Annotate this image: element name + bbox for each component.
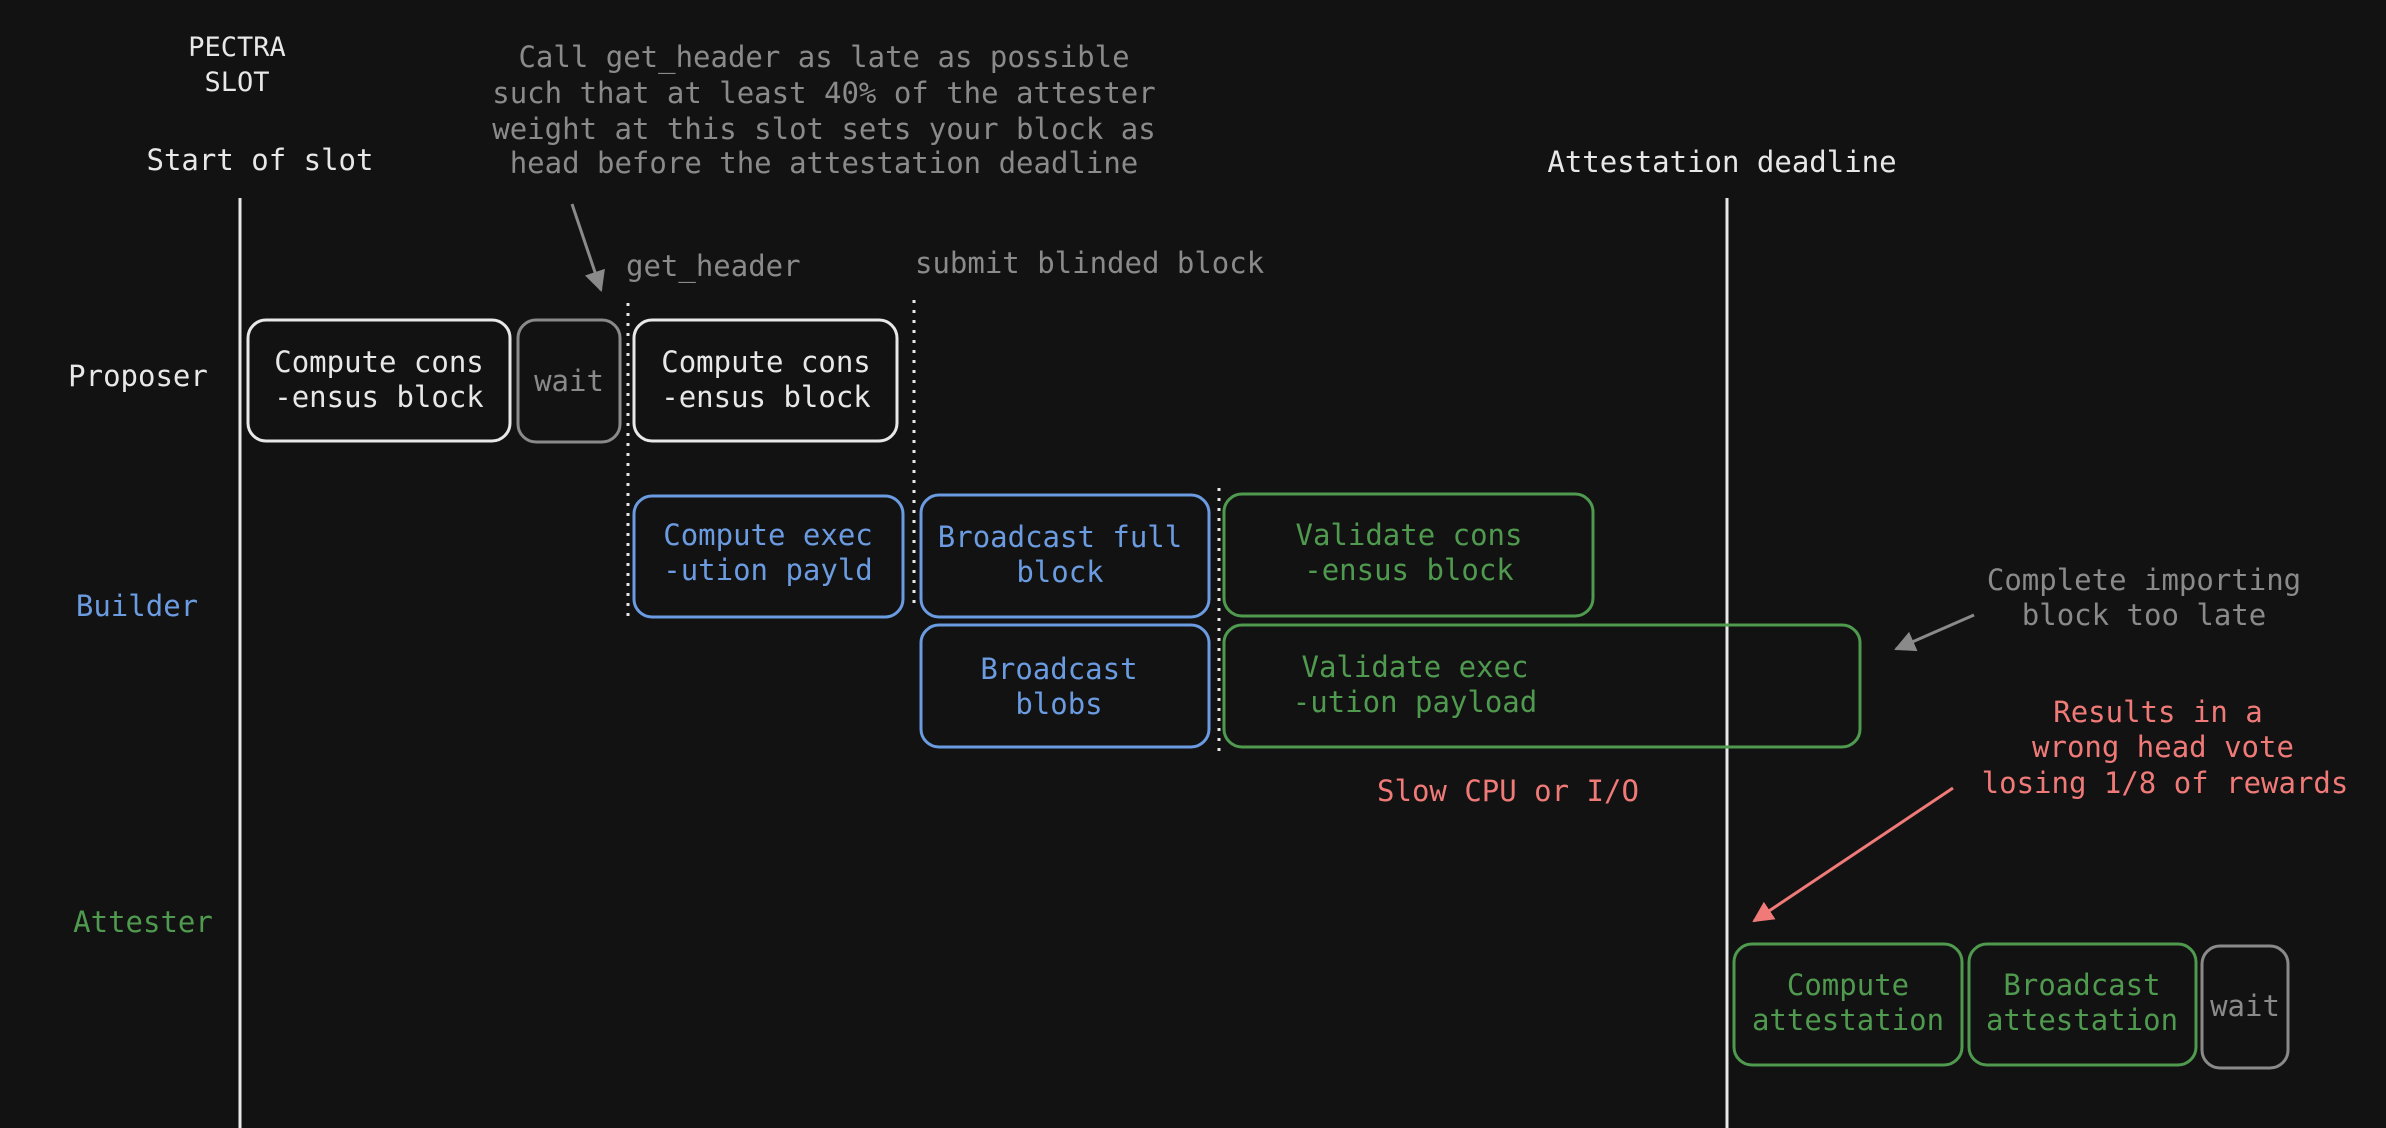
validate-execution-block: Validate exec -ution payload xyxy=(1222,623,1862,749)
results-note-line3: losing 1/8 of rewards xyxy=(1982,766,2349,800)
attester-compute-block: Compute attestation xyxy=(1732,942,1964,1067)
validate-execution-line1: Validate exec xyxy=(1302,650,1529,684)
validate-consensus-block: Validate cons -ensus block xyxy=(1222,492,1595,618)
get-header-note-line2: such that at least 40% of the attester xyxy=(492,76,1155,110)
row-label-attester: Attester xyxy=(73,905,213,939)
get-header-note-arrow xyxy=(570,203,605,292)
start-of-slot-label: Start of slot xyxy=(147,143,374,177)
proposer-compute-block-2-line2: -ensus block xyxy=(661,380,871,414)
importing-note-arrow xyxy=(1894,613,1975,652)
row-label-builder: Builder xyxy=(76,589,198,623)
builder-compute-execution-line2: -ution payld xyxy=(663,553,873,587)
slot-title-line1: PECTRA xyxy=(188,32,286,63)
results-note-arrow xyxy=(1752,786,1954,923)
submit-blinded-block-marker-label: submit blinded block xyxy=(915,246,1265,280)
builder-broadcast-full-line2: block xyxy=(1016,555,1104,589)
proposer-wait-block: wait xyxy=(516,318,622,444)
get-header-note-line4: head before the attestation deadline xyxy=(510,146,1139,180)
attester-wait-label: wait xyxy=(2210,989,2280,1023)
validate-execution-line2: -ution payload xyxy=(1293,685,1537,719)
attester-wait-block: wait xyxy=(2200,944,2290,1070)
results-note: Results in a wrong head vote losing 1/8 … xyxy=(1982,695,2349,800)
attestation-deadline-label: Attestation deadline xyxy=(1547,145,1896,179)
slot-title-line2: SLOT xyxy=(204,67,269,98)
validate-consensus-line2: -ensus block xyxy=(1304,553,1514,587)
attester-compute-line1: Compute xyxy=(1787,968,1909,1002)
results-note-line1: Results in a xyxy=(2053,695,2263,729)
builder-broadcast-blobs-line2: blobs xyxy=(1015,687,1102,721)
attester-compute-line2: attestation xyxy=(1752,1003,1944,1037)
attester-broadcast-block: Broadcast attestation xyxy=(1967,942,2198,1067)
builder-broadcast-blobs-line1: Broadcast xyxy=(980,652,1137,686)
get-header-note-line1: Call get_header as late as possible xyxy=(518,40,1129,75)
attester-broadcast-line2: attestation xyxy=(1986,1003,2178,1037)
get-header-marker-label: get_header xyxy=(626,249,801,284)
proposer-wait-label: wait xyxy=(534,364,604,398)
slow-cpu-label: Slow CPU or I/O xyxy=(1377,774,1639,808)
proposer-compute-block-1-line2: -ensus block xyxy=(274,380,484,414)
attester-broadcast-line1: Broadcast xyxy=(2003,968,2160,1002)
proposer-compute-block-2-line1: Compute cons xyxy=(661,345,871,379)
importing-note-line2: block too late xyxy=(2022,598,2266,632)
get-header-note-line3: weight at this slot sets your block as xyxy=(492,112,1155,146)
importing-note-line1: Complete importing xyxy=(1987,563,2301,597)
builder-broadcast-full-line1: Broadcast full xyxy=(938,520,1182,554)
importing-note: Complete importing block too late xyxy=(1987,563,2301,632)
builder-compute-execution-block: Compute exec -ution payld xyxy=(632,494,905,619)
proposer-compute-block-1: Compute cons -ensus block xyxy=(246,318,512,443)
validate-consensus-line1: Validate cons xyxy=(1296,518,1523,552)
get-header-note: Call get_header as late as possible such… xyxy=(492,40,1155,180)
results-note-line2: wrong head vote xyxy=(2032,730,2294,764)
row-label-proposer: Proposer xyxy=(68,359,208,393)
proposer-compute-block-2: Compute cons -ensus block xyxy=(632,318,899,443)
proposer-compute-block-1-line1: Compute cons xyxy=(274,345,484,379)
builder-broadcast-blobs-block: Broadcast blobs xyxy=(919,623,1211,749)
builder-broadcast-full-block: Broadcast full block xyxy=(919,493,1211,619)
builder-compute-execution-line1: Compute exec xyxy=(663,518,873,552)
